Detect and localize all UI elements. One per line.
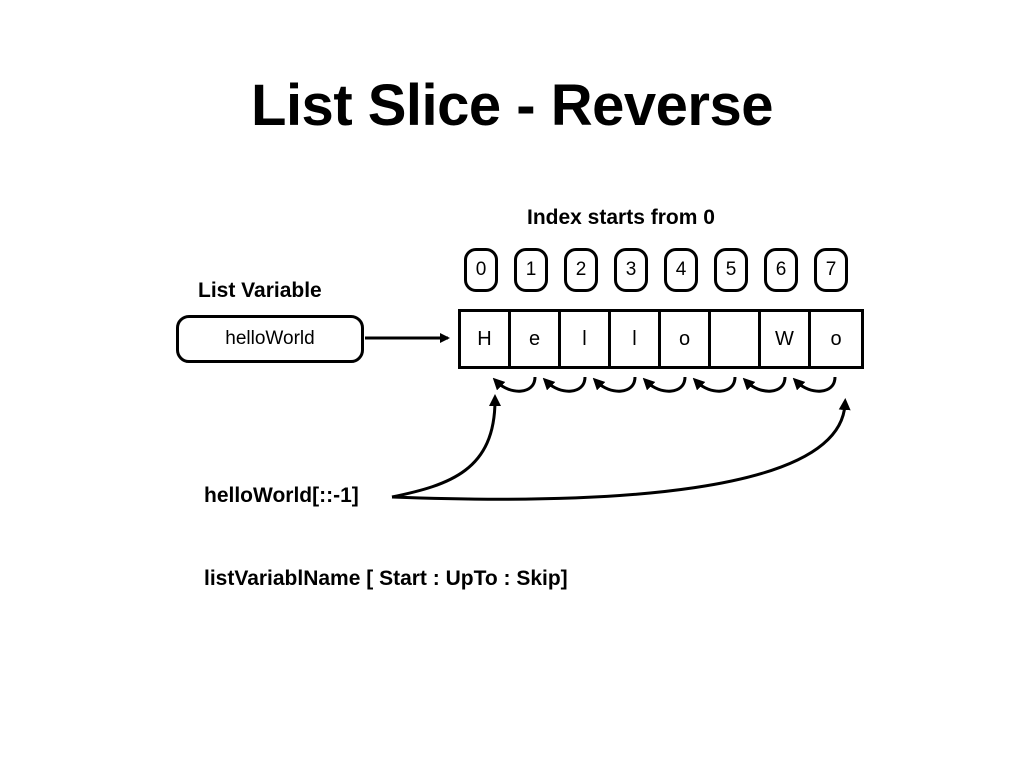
reverse-step-arrow xyxy=(742,376,787,393)
cell-value: o xyxy=(678,327,691,350)
index-value: 3 xyxy=(625,259,637,280)
reverse-step-arrow xyxy=(642,376,687,393)
index-pill: 7 xyxy=(814,248,848,292)
index-pill: 5 xyxy=(714,248,748,292)
index-note: Index starts from 0 xyxy=(527,206,715,229)
index-pill: 3 xyxy=(614,248,648,292)
list-cell: o xyxy=(811,312,861,366)
index-value: 0 xyxy=(475,259,487,280)
cell-value: H xyxy=(477,327,492,350)
variable-box: helloWorld xyxy=(176,315,364,363)
list-cell: e xyxy=(511,312,561,366)
index-value: 2 xyxy=(575,259,587,280)
variable-name: helloWorld xyxy=(225,328,315,349)
index-pill: 0 xyxy=(464,248,498,292)
slice-syntax: listVariablName [ Start : UpTo : Skip] xyxy=(204,567,568,590)
slide-title: List Slice - Reverse xyxy=(251,73,773,138)
index-value: 5 xyxy=(725,259,737,280)
index-pill: 6 xyxy=(764,248,798,292)
index-pill: 2 xyxy=(564,248,598,292)
list-cell: l xyxy=(561,312,611,366)
list-cell: W xyxy=(761,312,811,366)
list-cell: l xyxy=(611,312,661,366)
cell-value: l xyxy=(632,327,637,350)
reverse-step-arrow xyxy=(692,376,737,393)
reverse-step-arrows xyxy=(492,376,837,393)
index-value: 4 xyxy=(675,259,687,280)
cell-value: W xyxy=(775,327,794,350)
list-cells: H e l l o W o xyxy=(458,309,864,369)
expression-to-last-arrow xyxy=(391,398,851,501)
list-cell xyxy=(711,312,761,366)
reverse-step-arrow xyxy=(542,376,587,393)
cell-value: l xyxy=(582,327,587,350)
slice-expression: helloWorld[::-1] xyxy=(204,484,359,507)
cell-value: e xyxy=(528,327,541,350)
list-variable-label: List Variable xyxy=(198,279,322,302)
reverse-step-arrow xyxy=(592,376,637,393)
index-row: 0 1 2 3 4 5 6 7 xyxy=(464,248,864,292)
index-pill: 1 xyxy=(514,248,548,292)
reverse-step-arrow xyxy=(492,376,537,393)
index-value: 1 xyxy=(525,259,537,280)
index-value: 7 xyxy=(825,259,837,280)
list-cell: o xyxy=(661,312,711,366)
expression-to-first-arrow xyxy=(391,394,501,499)
index-pill: 4 xyxy=(664,248,698,292)
list-cell: H xyxy=(461,312,511,366)
cell-value: o xyxy=(830,327,842,350)
reverse-step-arrow xyxy=(792,376,837,393)
index-value: 6 xyxy=(775,259,787,280)
